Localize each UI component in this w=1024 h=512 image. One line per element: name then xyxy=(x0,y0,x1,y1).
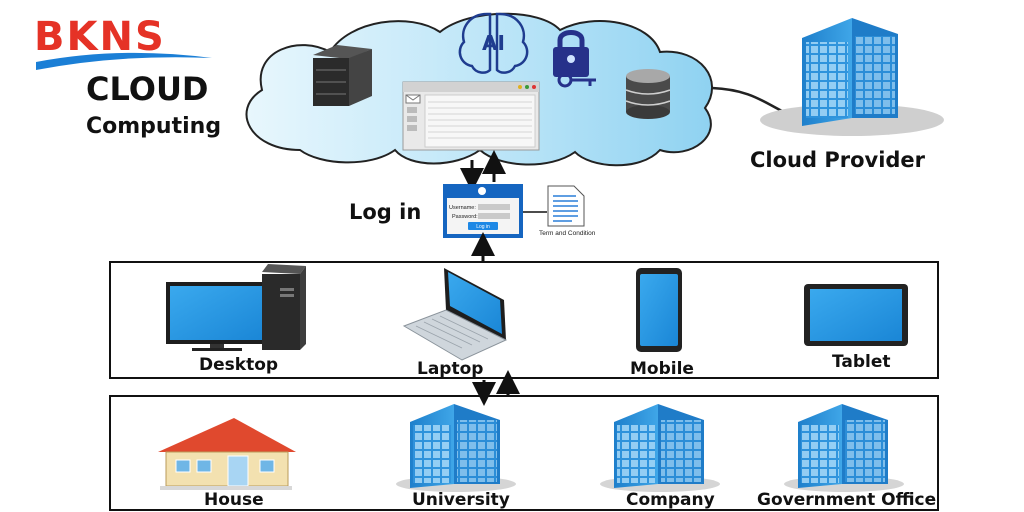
terms-label: Term and Condition xyxy=(539,230,596,237)
login-button-label: Log in xyxy=(476,224,490,230)
login-submit-button xyxy=(468,222,498,230)
svg-text:AI: AI xyxy=(482,31,505,55)
password-label: Password: xyxy=(452,214,478,220)
cloud-provider-label: Cloud Provider xyxy=(750,148,926,172)
device-label-mobile: Mobile xyxy=(630,359,694,379)
desktop-icon xyxy=(166,264,306,351)
place-label-house: House xyxy=(204,490,264,510)
brand-logo: BKNS xyxy=(34,14,166,60)
logo-swoosh xyxy=(36,52,212,70)
document-icon xyxy=(547,185,585,227)
company-building-icon xyxy=(600,404,720,492)
device-label-desktop: Desktop xyxy=(199,355,279,375)
email-window-icon xyxy=(402,81,540,151)
device-label-tablet: Tablet xyxy=(832,352,891,372)
login-window xyxy=(443,184,523,238)
server-icon xyxy=(313,45,372,106)
cloud-provider-building-icon xyxy=(760,18,944,136)
devices-panel xyxy=(109,261,939,379)
places-panel xyxy=(109,395,939,511)
device-label-laptop: Laptop xyxy=(417,359,484,379)
mobile-icon xyxy=(636,268,682,352)
place-label-company: Company xyxy=(626,490,715,510)
place-label-university: University xyxy=(412,490,510,510)
tablet-icon xyxy=(804,284,908,346)
ai-brain-icon: AI xyxy=(458,12,529,74)
database-icon xyxy=(625,69,671,119)
page-subtitle: Computing xyxy=(86,114,222,139)
place-label-government-office: Government Office xyxy=(757,490,937,510)
house-icon xyxy=(158,418,296,490)
lock-key-icon xyxy=(553,30,596,88)
username-label: Username: xyxy=(449,205,476,211)
page-title: CLOUD xyxy=(86,70,209,108)
government-office-building-icon xyxy=(784,404,904,492)
laptop-icon xyxy=(402,268,508,361)
university-building-icon xyxy=(396,404,516,492)
login-label: Log in xyxy=(349,200,422,224)
